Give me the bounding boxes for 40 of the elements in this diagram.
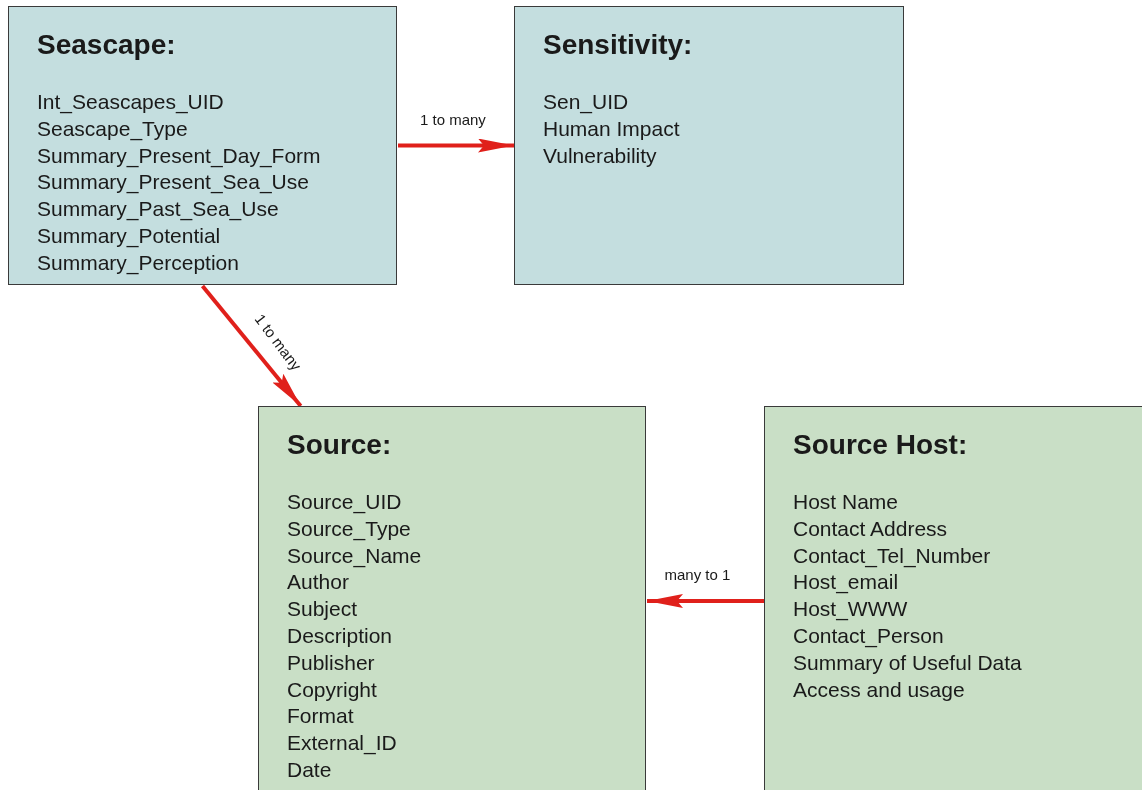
entity-box (258, 406, 646, 790)
attribute-name: Date (287, 756, 332, 783)
attribute-name: External_ID (287, 730, 397, 757)
attribute-name: Seascape_Type (37, 115, 188, 143)
attribute-name: Host_email (793, 569, 899, 596)
attribute-name: Int_Seascapes_UID (37, 89, 224, 116)
attribute-name: Description (287, 623, 393, 649)
attribute-name: Contact Address (793, 515, 948, 542)
attribute-name: Subject (287, 596, 358, 623)
entity-box (8, 6, 397, 285)
attribute-name: Publisher (287, 649, 375, 676)
attribute-name: Contact_Person (793, 623, 944, 650)
arrow (200, 284, 303, 408)
attribute-name: Source_Name (287, 542, 422, 570)
arrow (398, 138, 514, 153)
attribute-name: Contact_Tel_Number (793, 542, 991, 570)
attribute-name: Source_Type (287, 515, 411, 543)
entity-box (764, 406, 1142, 790)
attribute-name: Source_UID (287, 489, 402, 516)
entity-title: Source: (287, 429, 392, 461)
attribute-name: Copyright (287, 676, 377, 703)
attribute-name: Summary_Present_Day_Form (37, 142, 321, 170)
attribute-name: Host_WWW (793, 596, 908, 623)
entity-box (514, 6, 904, 285)
attribute-name: Summary_Perception (37, 249, 239, 277)
attribute-name: Vulnerability (543, 142, 657, 169)
entity-title: Seascape: (37, 29, 176, 61)
attribute-name: Summary_Past_Sea_Use (37, 196, 279, 223)
attribute-name: Summary_Potential (37, 223, 221, 250)
attribute-name: Access and usage (793, 676, 965, 703)
entity-title: Source Host: (793, 429, 968, 461)
attribute-name: Format (287, 703, 354, 730)
attribute-name: Summary_Present_Sea_Use (37, 169, 309, 196)
attribute-name: Author (287, 569, 349, 596)
attribute-name: Sen_UID (543, 89, 629, 116)
arrow (647, 594, 764, 608)
attribute-name: Human Impact (543, 115, 680, 142)
attribute-name: Host Name (793, 489, 899, 515)
attribute-name: Summary of Useful Data (793, 649, 1022, 676)
entity-title: Sensitivity: (543, 29, 693, 61)
